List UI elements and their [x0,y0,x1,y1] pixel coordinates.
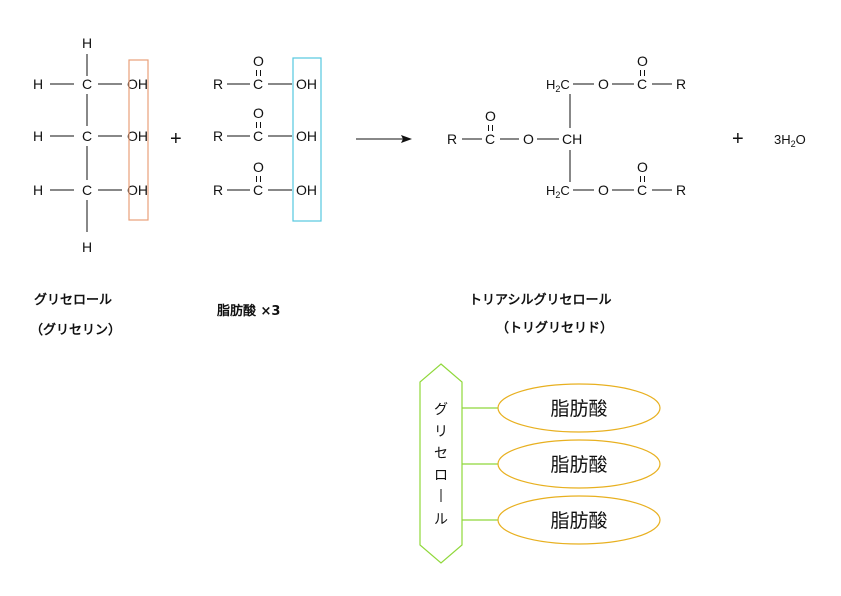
tag-bot-o: O [598,182,609,198]
fatty-acid-ellipse [497,495,661,545]
fa-row1-oh: OH [296,76,317,92]
glycerol-sublabel: （グリセリン） [30,322,121,338]
plus-sign-2: + [732,128,744,150]
glycerol-row3-c: C [82,182,92,198]
fa-row3-o: O [253,159,264,175]
tag-bot-c: C [637,182,647,198]
arrow-head [401,135,412,143]
fatty-acid-text: 脂肪酸 [550,398,607,420]
tag-mid-o: O [523,131,534,147]
glycerol-hexagon [419,363,463,564]
fa-row3-c: C [253,182,263,198]
tag-top-r: R [676,76,686,92]
fatty-acid-ellipse [497,439,661,489]
fatty-acid-label: 脂肪酸 ×3 [216,303,280,319]
triacylglycerol-sublabel: （トリグリセリド） [496,320,613,336]
glycerol-h-top: H [82,35,92,51]
fatty-acid-text: 脂肪酸 [550,454,607,476]
fa-row3-oh: OH [296,182,317,198]
triacylglycerol-structure: H2C O O C R R O C O CH O H2C O C R [447,53,686,200]
tag-top-h2c: H2C [546,77,570,94]
fatty-acid-structure: O R C OH O R C OH O R C OH [213,53,322,222]
glycerol-char: ロ [434,468,448,484]
tag-mid-o-double: O [485,108,496,124]
glycerol-char: リ [434,424,448,440]
glycerol-row1-c: C [82,76,92,92]
tag-bot-h2c: H2C [546,183,570,200]
fa-row2-r: R [213,128,223,144]
tag-mid-ch: CH [562,131,582,147]
triacylglycerol-label: トリアシルグリセロール [469,292,611,308]
glycerol-row1-oh: OH [127,76,148,92]
glycerol-row1-h: H [33,76,43,92]
glycerol-char: セ [434,446,448,462]
water-formula: 3H2O [774,132,806,149]
fa-row2-o: O [253,105,264,121]
glycerol-oh-highlight-box [128,59,149,221]
fa-row2-c: C [253,128,263,144]
fa-row1-r: R [213,76,223,92]
fa-row2-oh: OH [296,128,317,144]
fa-row1-c: C [253,76,263,92]
tag-bot-r: R [676,182,686,198]
fatty-acid-ellipse [497,383,661,433]
fatty-acid-oh-highlight-box [292,57,322,222]
plus-sign: + [170,128,182,150]
fa-row1-o: O [253,53,264,69]
tag-mid-r: R [447,131,457,147]
tag-top-o: O [598,76,609,92]
tag-bot-o-double: O [637,159,648,175]
glycerol-row3-oh: OH [127,182,148,198]
glycerol-row3-h: H [33,182,43,198]
tag-top-c: C [637,76,647,92]
fatty-acid-text: 脂肪酸 [550,510,607,532]
glycerol-h-bottom: H [82,239,92,255]
glycerol-row2-h: H [33,128,43,144]
glycerol-label: グリセロール [34,292,112,308]
glycerol-row2-c: C [82,128,92,144]
fa-row3-r: R [213,182,223,198]
tag-top-o-double: O [637,53,648,69]
glycerol-char: グ [434,402,448,418]
glycerol-structure: H H C OH H C OH H C OH H [33,35,149,255]
tag-mid-c: C [485,131,495,147]
glycerol-row2-oh: OH [127,128,148,144]
triglyceride-schematic: グ リ セ ロ ル 脂肪酸 脂肪酸 脂肪酸 [419,363,661,564]
glycerol-char: ル [434,512,448,528]
reaction-arrow [356,135,412,143]
